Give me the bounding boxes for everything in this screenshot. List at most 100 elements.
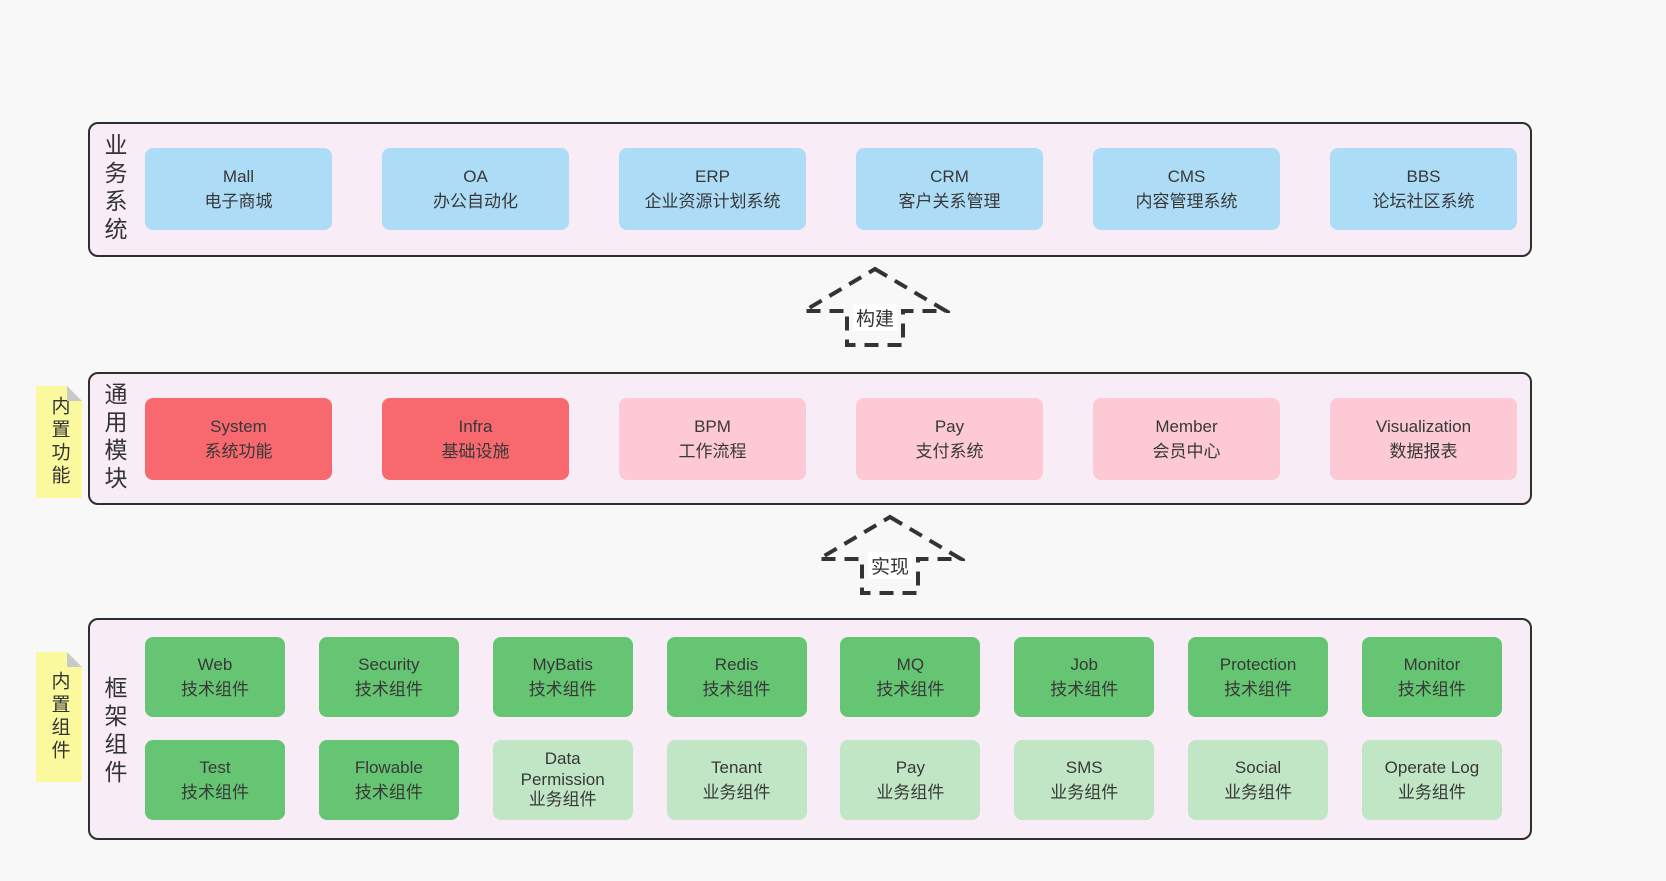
box-subtitle: 技术组件 [702, 680, 771, 699]
box-title: Mall [222, 166, 255, 186]
box-bpm: BPM 工作流程 [619, 398, 806, 480]
box-cms: CMS 内容管理系统 [1093, 148, 1280, 230]
box-title: OA [463, 166, 488, 186]
box-tenant: Tenant 业务组件 [666, 740, 807, 820]
arrow-implement-label: 实现 [867, 552, 913, 579]
box-subtitle: 系统功能 [204, 442, 273, 461]
box-job: Job 技术组件 [1014, 637, 1155, 717]
box-security: Security 技术组件 [318, 637, 459, 717]
box-title: MyBatis [532, 654, 593, 674]
box-title: Flowable [354, 757, 423, 777]
box-subtitle: 技术组件 [876, 680, 945, 699]
sticky-built-in-features: 内置功能 [36, 386, 82, 498]
box-title: Pay [895, 757, 926, 777]
box-system: System 系统功能 [145, 398, 332, 480]
box-subtitle: 技术组件 [181, 783, 249, 802]
band-components-label: 框架组件 [101, 676, 127, 788]
box-monitor: Monitor 技术组件 [1361, 637, 1502, 717]
box-subtitle: 技术组件 [181, 680, 249, 699]
box-subtitle: 业务组件 [1050, 783, 1119, 802]
components-row-2: Test 技术组件 Flowable 技术组件 Data Permission … [145, 740, 1502, 820]
box-subtitle: 业务组件 [1397, 783, 1466, 802]
box-pay-module: Pay 支付系统 [856, 398, 1043, 480]
components-row-1: Web 技术组件 Security 技术组件 MyBatis 技术组件 Redi… [145, 637, 1502, 717]
box-subtitle: 内容管理系统 [1135, 192, 1238, 211]
box-subtitle: 业务组件 [1224, 783, 1293, 802]
box-subtitle: 技术组件 [1050, 680, 1119, 699]
box-title: BPM [694, 416, 731, 436]
box-redis: Redis 技术组件 [666, 637, 807, 717]
arrow-build-label: 构建 [852, 304, 898, 331]
box-operate-log: Operate Log 业务组件 [1361, 740, 1502, 820]
box-web: Web 技术组件 [145, 637, 285, 717]
box-title: Test [199, 757, 231, 777]
box-title: System [210, 416, 267, 436]
box-data-permission: Data Permission 业务组件 [492, 740, 633, 820]
box-mq: MQ 技术组件 [840, 637, 981, 717]
box-subtitle: 业务组件 [702, 783, 771, 802]
box-sms: SMS 业务组件 [1014, 740, 1155, 820]
box-title: Pay [934, 416, 965, 436]
business-box-row: Mall 电子商城 OA 办公自动化 ERP 企业资源计划系统 CRM 客户关系… [145, 148, 1517, 230]
box-title: MQ [896, 654, 925, 674]
box-oa: OA 办公自动化 [382, 148, 569, 230]
modules-box-row: System 系统功能 Infra 基础设施 BPM 工作流程 Pay 支付系统… [145, 398, 1517, 480]
box-subtitle: 业务组件 [528, 790, 597, 810]
box-subtitle: 技术组件 [528, 680, 597, 699]
box-subtitle: 工作流程 [678, 442, 747, 461]
box-protection: Protection 技术组件 [1188, 637, 1329, 717]
box-mybatis: MyBatis 技术组件 [492, 637, 633, 717]
sticky-text: 内置组件 [48, 671, 70, 763]
box-flowable: Flowable 技术组件 [318, 740, 459, 820]
arrow-implement: 实现 [815, 514, 965, 596]
box-title: Data Permission [520, 748, 605, 789]
box-pay-component: Pay 业务组件 [840, 740, 981, 820]
box-subtitle: 客户关系管理 [898, 192, 1001, 211]
box-title: Web [197, 654, 233, 674]
box-subtitle: 企业资源计划系统 [644, 192, 781, 211]
box-subtitle: 会员中心 [1152, 442, 1221, 461]
box-title: Job [1070, 654, 1098, 674]
box-title: CMS [1167, 166, 1206, 186]
box-test: Test 技术组件 [145, 740, 285, 820]
up-block-arrow-icon [815, 514, 965, 595]
box-title: Monitor [1403, 654, 1461, 674]
box-subtitle: 办公自动化 [433, 192, 518, 211]
sticky-text: 内置功能 [48, 396, 70, 488]
box-subtitle: 基础设施 [441, 442, 510, 461]
box-title: Visualization [1375, 416, 1472, 436]
box-subtitle: 电子商城 [204, 192, 273, 211]
box-title: Redis [714, 654, 759, 674]
box-title: Protection [1219, 654, 1297, 674]
box-subtitle: 技术组件 [1224, 680, 1293, 699]
box-social: Social 业务组件 [1188, 740, 1329, 820]
box-crm: CRM 客户关系管理 [856, 148, 1043, 230]
box-subtitle: 技术组件 [1397, 680, 1466, 699]
box-mall: Mall 电子商城 [145, 148, 332, 230]
arrow-build: 构建 [800, 266, 950, 348]
band-modules-label: 通用模块 [101, 382, 127, 494]
band-business-label: 业务系统 [101, 133, 127, 245]
box-subtitle: 数据报表 [1389, 442, 1458, 461]
box-subtitle: 业务组件 [876, 783, 945, 802]
box-title: Security [358, 654, 420, 674]
box-subtitle: 支付系统 [915, 442, 984, 461]
box-bbs: BBS 论坛社区系统 [1330, 148, 1517, 230]
box-title: CRM [930, 166, 969, 186]
box-infra: Infra 基础设施 [382, 398, 569, 480]
box-title: SMS [1065, 757, 1103, 777]
box-erp: ERP 企业资源计划系统 [619, 148, 806, 230]
box-title: Member [1155, 416, 1218, 436]
box-title: BBS [1406, 166, 1441, 186]
box-subtitle: 技术组件 [354, 680, 423, 699]
box-title: Operate Log [1384, 757, 1480, 777]
box-title: Tenant [711, 757, 763, 777]
up-block-arrow-icon [800, 266, 950, 347]
box-subtitle: 论坛社区系统 [1372, 192, 1475, 211]
box-subtitle: 技术组件 [354, 783, 423, 802]
box-visualization: Visualization 数据报表 [1330, 398, 1517, 480]
box-title: ERP [695, 166, 730, 186]
box-title: Infra [458, 416, 493, 436]
sticky-built-in-components: 内置组件 [36, 652, 82, 782]
